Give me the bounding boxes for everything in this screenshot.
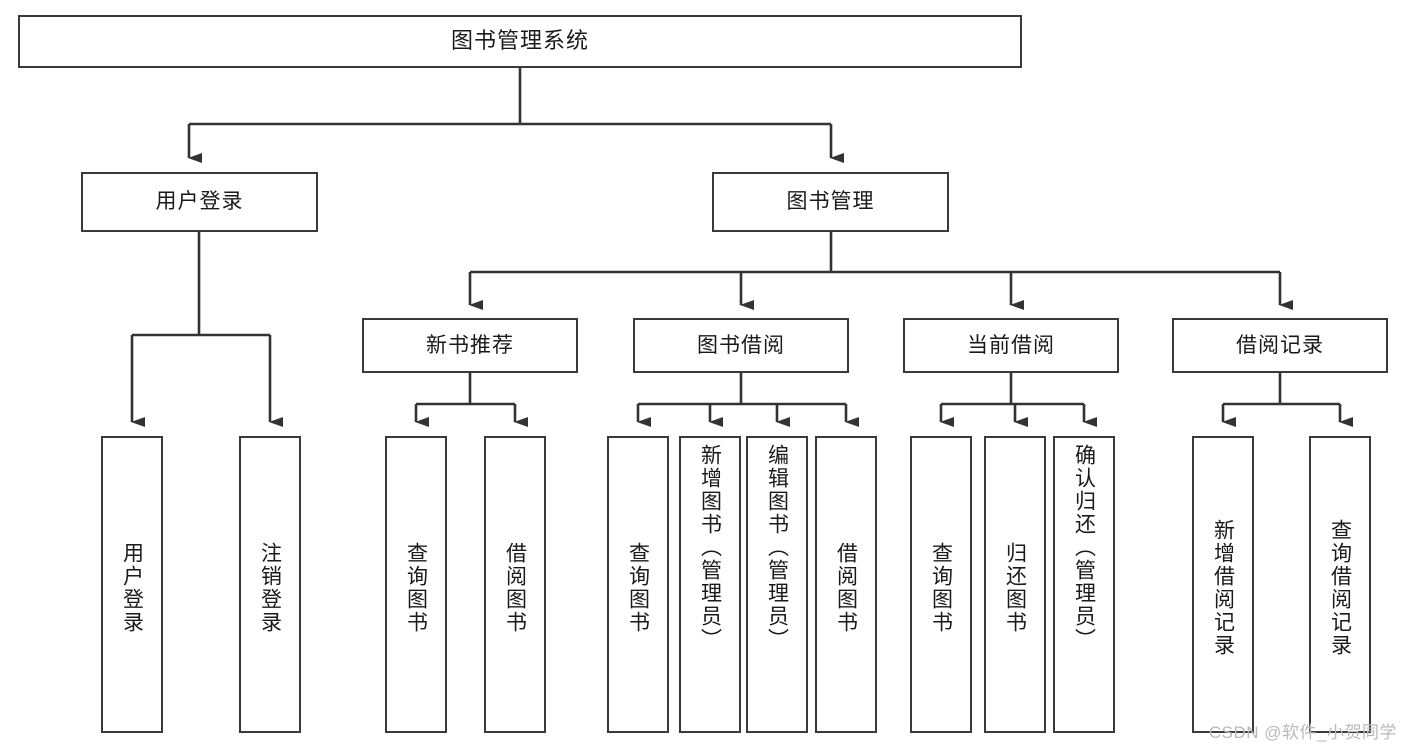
node-book-manage[interactable]: 图书管理 — [712, 172, 949, 232]
node-root[interactable]: 图书管理系统 — [18, 15, 1022, 68]
node-leaf-user-login-label: 用户登录 — [120, 541, 144, 634]
node-leaf-logout[interactable]: 注销登录 — [239, 436, 301, 733]
node-leaf-borrow-book-rec-label: 借阅图书 — [503, 541, 527, 634]
node-leaf-query-book-borrow[interactable]: 查询图书 — [607, 436, 669, 733]
node-root-label: 图书管理系统 — [450, 28, 589, 54]
node-leaf-query-book-rec[interactable]: 查询图书 — [385, 436, 447, 733]
node-leaf-confirm-return-label: 确认归还（管理员） — [1072, 444, 1096, 651]
node-leaf-user-login[interactable]: 用户登录 — [101, 436, 163, 733]
node-new-book-rec[interactable]: 新书推荐 — [362, 318, 578, 373]
node-leaf-add-book[interactable]: 新增图书（管理员） — [679, 436, 741, 733]
node-leaf-confirm-return[interactable]: 确认归还（管理员） — [1053, 436, 1115, 733]
node-book-manage-label: 图书管理 — [786, 190, 875, 214]
node-user-login-label: 用户登录 — [155, 190, 244, 214]
node-user-login[interactable]: 用户登录 — [81, 172, 318, 232]
node-leaf-query-book-cur-label: 查询图书 — [929, 541, 953, 634]
node-borrow-record-label: 借阅记录 — [1236, 333, 1324, 357]
node-current-borrow-label: 当前借阅 — [967, 333, 1055, 357]
node-leaf-logout-label: 注销登录 — [258, 541, 282, 634]
node-leaf-query-record-label: 查询借阅记录 — [1328, 518, 1352, 657]
node-leaf-query-book-rec-label: 查询图书 — [404, 541, 428, 634]
node-leaf-return-book[interactable]: 归还图书 — [984, 436, 1046, 733]
node-leaf-return-book-label: 归还图书 — [1003, 541, 1027, 634]
node-current-borrow[interactable]: 当前借阅 — [903, 318, 1119, 373]
watermark: CSDN @软件_小贺同学 — [1208, 723, 1397, 742]
node-book-borrow[interactable]: 图书借阅 — [633, 318, 849, 373]
node-leaf-add-record-label: 新增借阅记录 — [1211, 518, 1235, 657]
node-leaf-query-book-borrow-label: 查询图书 — [626, 541, 650, 634]
node-book-borrow-label: 图书借阅 — [697, 333, 785, 357]
node-leaf-borrow-book-label: 借阅图书 — [834, 541, 858, 634]
node-leaf-query-record[interactable]: 查询借阅记录 — [1309, 436, 1371, 733]
node-leaf-add-book-label: 新增图书（管理员） — [698, 444, 722, 651]
node-new-book-rec-label: 新书推荐 — [426, 333, 514, 357]
node-leaf-borrow-book[interactable]: 借阅图书 — [815, 436, 877, 733]
node-leaf-query-book-cur[interactable]: 查询图书 — [910, 436, 972, 733]
node-leaf-add-record[interactable]: 新增借阅记录 — [1192, 436, 1254, 733]
node-leaf-edit-book[interactable]: 编辑图书（管理员） — [746, 436, 808, 733]
node-borrow-record[interactable]: 借阅记录 — [1172, 318, 1388, 373]
node-leaf-edit-book-label: 编辑图书（管理员） — [765, 444, 789, 651]
node-leaf-borrow-book-rec[interactable]: 借阅图书 — [484, 436, 546, 733]
